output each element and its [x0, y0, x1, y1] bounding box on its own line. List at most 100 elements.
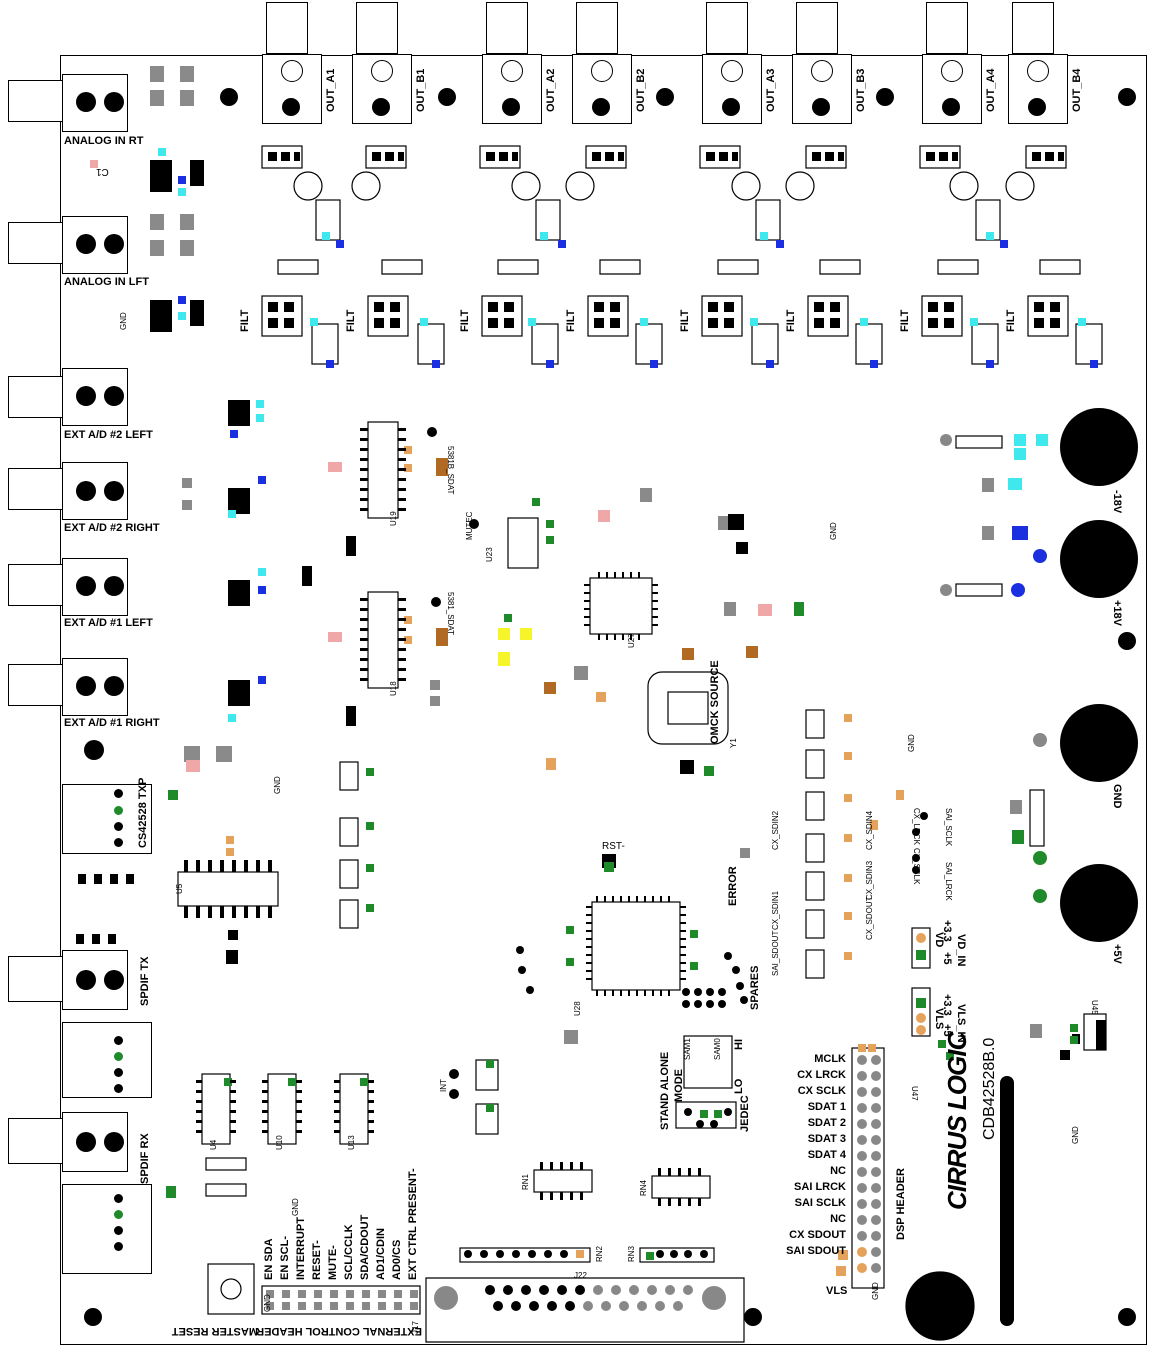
ext-pin-label: EN SCL-	[279, 1236, 291, 1280]
dsp-pin-label: CX SCLK	[797, 1085, 846, 1097]
pad	[811, 60, 833, 82]
pad	[76, 92, 96, 112]
label-filt: FILT	[459, 309, 471, 332]
label-vd-in: VD_IN	[955, 934, 967, 967]
label-dsp-header: DSP HEADER	[895, 1168, 907, 1240]
dsp-pin-label: SDAT 1	[807, 1101, 846, 1113]
label-filt: FILT	[345, 309, 357, 332]
label-cx-sdin4: CX_SDIN4	[865, 810, 874, 850]
logo-cirrus: CIRRUS LOGIC	[942, 1032, 972, 1210]
power-post-plus5[interactable]	[1060, 864, 1138, 942]
label-error: ERROR	[727, 866, 739, 906]
jack-out-b1[interactable]	[352, 54, 412, 124]
label-5381-sdat: 5381_SDAT	[446, 592, 455, 635]
pin	[114, 789, 123, 798]
label-ext-ad1-right: EXT A/D #1 RIGHT	[64, 717, 160, 729]
pad	[592, 98, 610, 116]
mounting-hole	[84, 740, 104, 760]
label-gnd-jp6: GND	[1071, 1126, 1080, 1144]
mounting-hole	[1118, 88, 1136, 106]
dsp-pin-label: SDAT 2	[807, 1117, 846, 1129]
pad	[941, 60, 963, 82]
label-sam0: SAM0	[713, 1038, 722, 1060]
label-filt: FILT	[899, 309, 911, 332]
dsp-pin-label: CX SDOUT	[789, 1229, 846, 1241]
label-gnd-jp5: GND	[907, 734, 916, 752]
label-filt: FILT	[679, 309, 691, 332]
optical-connector-opt1[interactable]	[62, 1184, 152, 1274]
ic-ref-u4: U4	[209, 1139, 218, 1150]
jack-tab	[576, 2, 618, 54]
label-ext-ad2-left: EXT A/D #2 LEFT	[64, 429, 153, 441]
dsp-pin-label: CX LRCK	[797, 1069, 846, 1081]
ic-ref-u19: U19	[389, 511, 398, 526]
mounting-hole	[876, 88, 894, 106]
ic-ref-j17: J17	[411, 1321, 420, 1334]
label-gnd-post: GND	[1111, 784, 1123, 809]
ic-ref-rn4: RN4	[639, 1179, 648, 1196]
pad	[76, 234, 96, 254]
jack-ext-ad1-left-tab	[8, 564, 64, 606]
ext-pin-label: EXT CTRL PRESENT-	[407, 1168, 419, 1280]
dsp-pin-label: SDAT 3	[807, 1133, 846, 1145]
dsp-pin-label: SAI SDOUT	[786, 1245, 846, 1257]
pad	[104, 676, 124, 696]
pin	[114, 1194, 123, 1203]
pad	[76, 386, 96, 406]
pad	[104, 576, 124, 596]
label-ext-ad2-right: EXT A/D #2 RIGHT	[64, 522, 160, 534]
pad	[371, 60, 393, 82]
pad	[1028, 98, 1046, 116]
ic-ref-rn1: RN1	[521, 1173, 530, 1190]
jack-tab	[266, 2, 308, 54]
label-cx-lrck: CX_LRCK	[912, 808, 921, 845]
label-jedec: JEDEC	[739, 1095, 751, 1132]
label-plus5-vd: +5	[941, 952, 953, 965]
dsp-pin-label: SAI SCLK	[794, 1197, 846, 1209]
pad	[372, 98, 390, 116]
jack-tab	[1012, 2, 1054, 54]
pad	[721, 60, 743, 82]
jack-tab	[356, 2, 398, 54]
ext-pin-label: SDA/CDOUT	[359, 1214, 371, 1280]
pad	[104, 481, 124, 501]
label-vls: VLS	[933, 1008, 945, 1030]
optical-connector-opt3[interactable]	[62, 784, 152, 854]
label-gnd-dsp: GND	[871, 1282, 880, 1300]
pin	[114, 1210, 123, 1219]
ext-pin-label: RESET-	[311, 1240, 323, 1280]
pad	[812, 98, 830, 116]
ext-pin-label: SCL/CCLK	[343, 1224, 355, 1280]
ic-ref-u18: U18	[389, 681, 398, 696]
label-mode: MODE	[673, 1069, 685, 1102]
label-analog-in-lft: ANALOG IN LFT	[64, 276, 149, 288]
jack-tab	[796, 2, 838, 54]
pin	[114, 1242, 123, 1251]
board-slot	[1000, 1076, 1014, 1326]
label-filt: FILT	[239, 309, 251, 332]
mounting-hole	[84, 1308, 102, 1326]
label-gnd-jp2: GND	[273, 776, 282, 794]
power-post-plus18[interactable]	[1060, 520, 1138, 598]
label-filt: FILT	[785, 309, 797, 332]
label-cx-sdin1: CX_SDIN1	[771, 890, 780, 930]
ext-pin-label: MUTE-	[327, 1245, 339, 1280]
label-ext-ad1-left: EXT A/D #1 LEFT	[64, 617, 153, 629]
dsp-pin-label: MCLK	[814, 1053, 846, 1065]
pad	[722, 98, 740, 116]
power-post-gnd[interactable]	[1060, 704, 1138, 782]
label-j22: J22	[574, 1271, 587, 1280]
dsp-pin-label: NC	[830, 1213, 846, 1225]
label-c1: C1	[96, 166, 109, 177]
jack-analog-in-rt-tab	[8, 80, 64, 122]
optical-connector-opt2[interactable]	[62, 1022, 152, 1098]
jack-ext-ad2-left-tab	[8, 376, 64, 418]
jack-ext-ad2-right-tab	[8, 468, 64, 510]
pad	[76, 576, 96, 596]
ic-ref-u23: U23	[485, 547, 494, 562]
ic-ref-u5: U5	[175, 883, 184, 894]
label-sam1: SAM1	[683, 1038, 692, 1060]
jack-ext-ad1-right-tab	[8, 664, 64, 706]
power-post-minus18[interactable]	[1060, 408, 1138, 486]
